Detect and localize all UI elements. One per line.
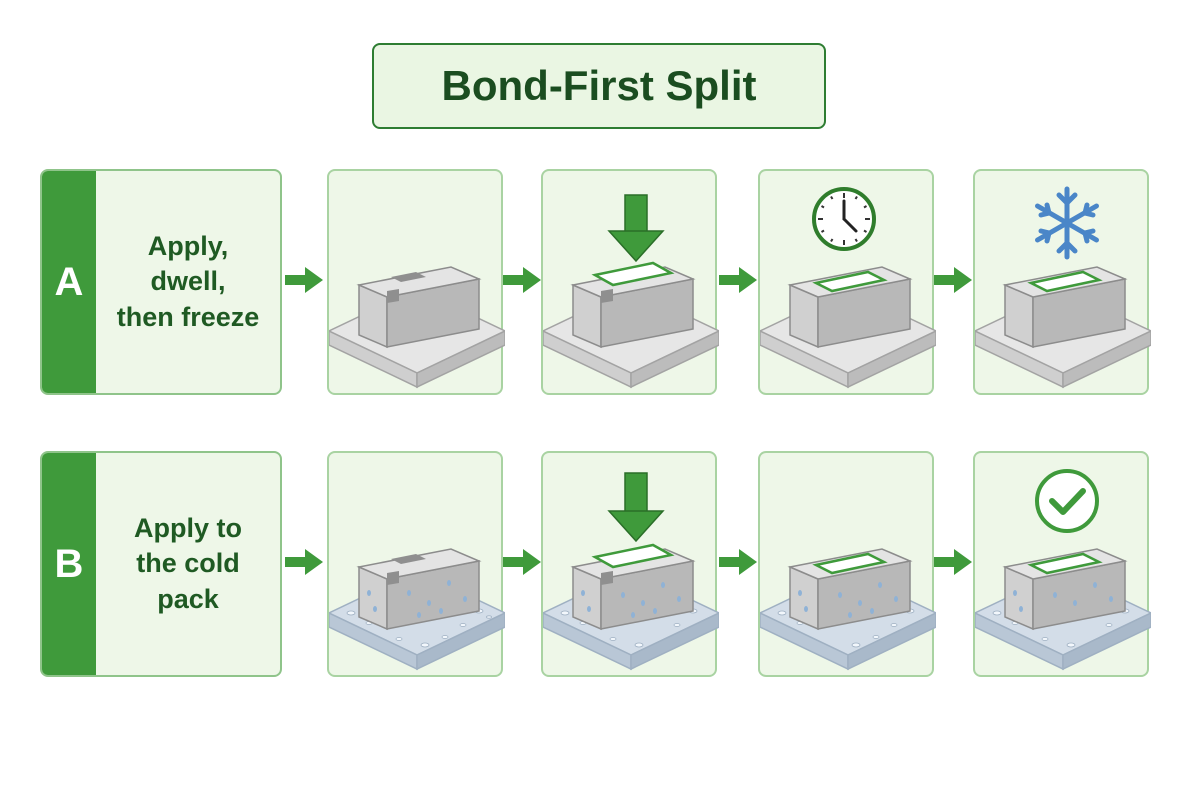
row-a-step-4 — [973, 169, 1151, 395]
labeled-box-icon — [787, 548, 913, 631]
diagram-title: Bond-First Split — [372, 43, 826, 129]
row-a-step-2 — [541, 169, 719, 395]
labeled-box-icon — [1002, 548, 1128, 631]
row-b-letter: B — [42, 453, 96, 675]
row-b-arrow-2 — [503, 549, 541, 575]
taped-box-icon — [356, 548, 482, 631]
press-down-arrow-icon — [607, 472, 665, 543]
clock-icon — [812, 187, 876, 251]
row-b-arrow-1 — [285, 549, 323, 575]
row-b-label: Apply to the cold pack — [134, 513, 242, 614]
condensation-drops-icon — [367, 580, 467, 618]
row-a-arrow-1 — [285, 267, 323, 293]
press-down-arrow-icon — [607, 194, 665, 263]
row-a-arrow-3 — [719, 267, 757, 293]
row-a-arrow-2 — [503, 267, 541, 293]
condensation-drops-icon — [581, 582, 681, 618]
condensation-drops-icon — [798, 582, 898, 618]
taped-box-icon — [356, 266, 482, 349]
labeled-box-icon — [1002, 266, 1128, 349]
label-sheet-icon — [591, 261, 675, 287]
row-b-step-3 — [758, 451, 936, 677]
labeled-box-icon — [787, 266, 913, 349]
row-a-label: Apply, dwell, then freeze — [116, 231, 260, 332]
checkmark-circle-icon — [1035, 469, 1099, 533]
row-b-arrow-3 — [719, 549, 757, 575]
label-sheet-icon — [591, 543, 675, 569]
condensation-drops-icon — [1013, 582, 1113, 612]
row-a-arrow-4 — [934, 267, 972, 293]
snowflake-icon — [1035, 186, 1099, 260]
row-a-label-card: A Apply, dwell, then freeze — [40, 169, 282, 395]
row-b-label-card: B Apply to the cold pack — [40, 451, 282, 677]
row-a-letter: A — [42, 171, 96, 393]
row-a-step-1 — [327, 169, 505, 395]
row-a-step-3 — [758, 169, 936, 395]
row-b-step-2 — [541, 451, 719, 677]
row-b-step-1 — [327, 451, 505, 677]
row-b-step-4 — [973, 451, 1151, 677]
row-b-arrow-4 — [934, 549, 972, 575]
